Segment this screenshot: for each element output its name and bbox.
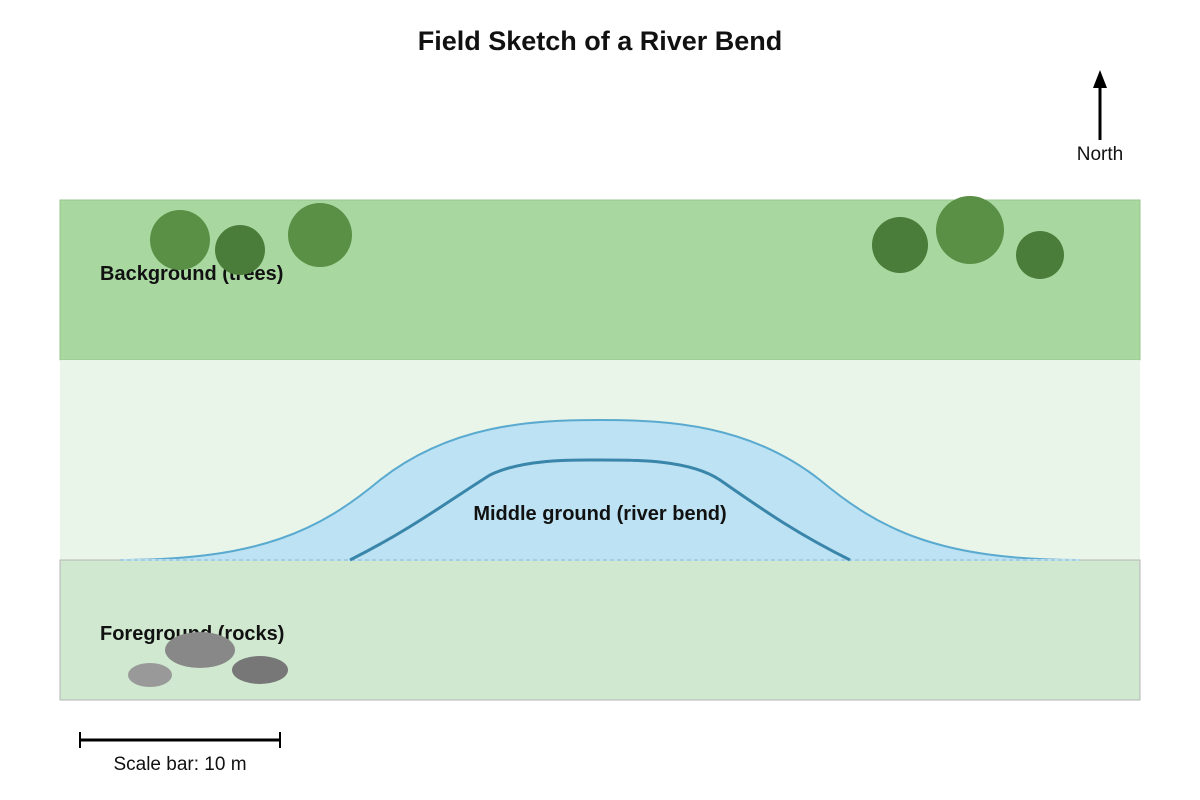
rock-icon xyxy=(165,632,235,668)
trees xyxy=(150,196,1064,279)
middle-ground-label: Middle ground (river bend) xyxy=(473,503,726,525)
tree-icon xyxy=(1016,231,1064,279)
scale-bar-label: Scale bar: 10 m xyxy=(113,754,246,775)
rock-icon xyxy=(128,663,172,687)
river-bend xyxy=(119,418,1081,561)
north-label: North xyxy=(1077,144,1123,165)
tree-icon xyxy=(215,225,265,275)
tree-icon xyxy=(936,196,1004,264)
tree-icon xyxy=(150,210,210,270)
rocks xyxy=(128,632,288,687)
rock-icon xyxy=(232,656,288,684)
scale-bar xyxy=(79,732,281,748)
north-arrow-icon xyxy=(1093,70,1107,140)
tree-icon xyxy=(288,203,352,267)
diagram-title: Field Sketch of a River Bend xyxy=(418,26,783,56)
river-channel xyxy=(349,458,851,562)
tree-icon xyxy=(872,217,928,273)
